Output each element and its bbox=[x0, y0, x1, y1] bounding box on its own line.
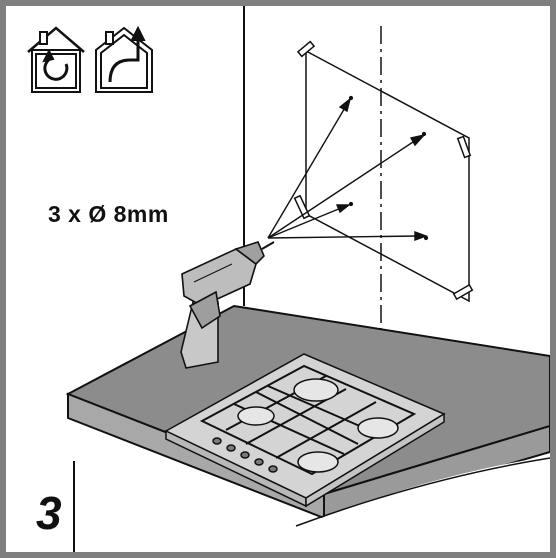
hob-burners bbox=[237, 378, 399, 473]
hob-control-knobs bbox=[212, 437, 278, 473]
step-number: 3 bbox=[36, 487, 62, 539]
hole-size-label: 3 x Ø 8mm bbox=[48, 201, 169, 227]
hood-bracket-template bbox=[293, 40, 474, 303]
drill-direction-arrows bbox=[267, 97, 429, 241]
drill bbox=[180, 241, 275, 369]
gas-hob bbox=[164, 353, 446, 508]
installation-illustration bbox=[27, 6, 550, 552]
extraction-mode-icon bbox=[95, 25, 153, 93]
recirculation-mode-icon bbox=[27, 26, 85, 93]
